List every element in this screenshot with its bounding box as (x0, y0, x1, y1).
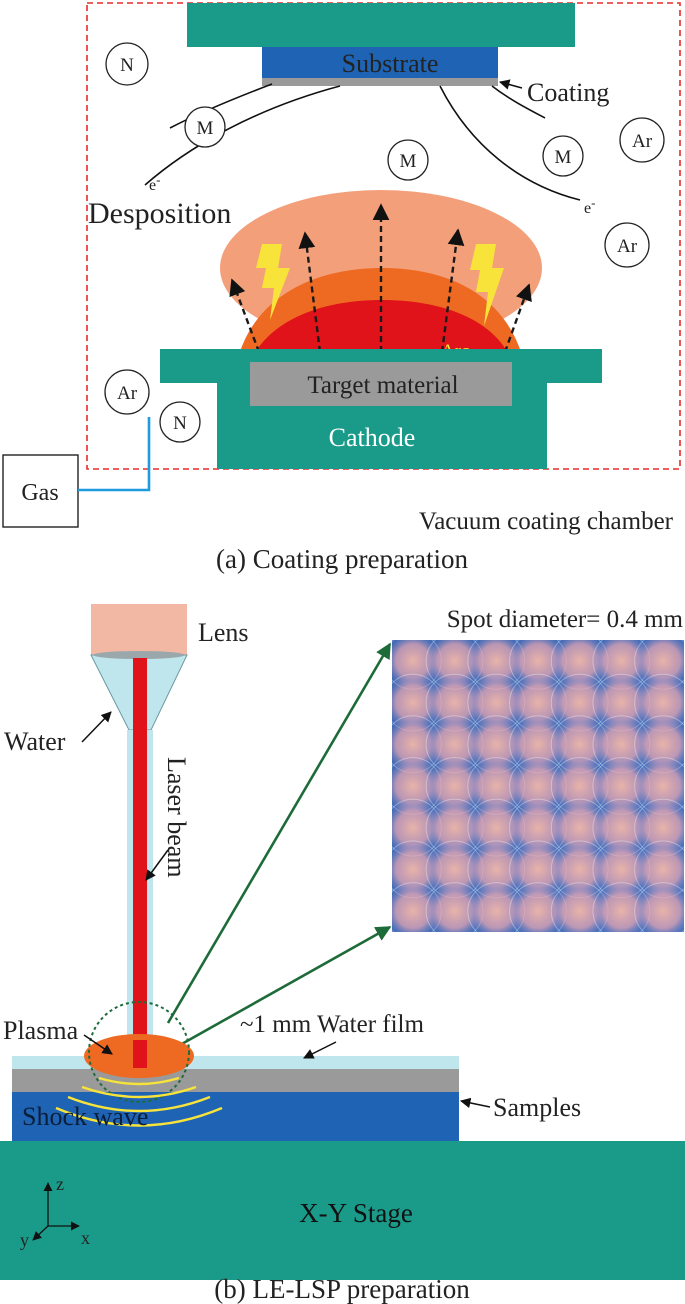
laser-beam (133, 658, 147, 1040)
xy-stage (0, 1141, 685, 1280)
svg-text:N: N (120, 55, 134, 76)
substrate-holder (187, 3, 575, 47)
target-material-label: Target material (307, 372, 458, 399)
deposition-flow-line (144, 85, 341, 186)
caption-b: (b) LE-LSP preparation (214, 1274, 470, 1304)
electron-label: e- (584, 195, 595, 217)
target-material (250, 362, 512, 406)
ejection-arrow (440, 228, 465, 353)
coating-label: Coating (527, 78, 609, 107)
plasma-arrow (83, 1034, 113, 1055)
water-film-label: ~1 mm Water film (240, 1011, 424, 1038)
gas-label: Gas (21, 480, 58, 506)
svg-text:M: M (400, 151, 417, 172)
ion-m: M (184, 106, 226, 148)
samples-label: Samples (493, 1093, 581, 1122)
water-label: Water (4, 727, 66, 756)
laser-arrow (145, 849, 169, 881)
water-film (12, 1056, 459, 1069)
deposition-flow-line (491, 85, 546, 119)
ion-n: N (159, 401, 201, 443)
axis-z-label: z (56, 1174, 64, 1194)
axis-indicator: z x y (20, 1174, 90, 1250)
lens-edge (93, 651, 185, 659)
lightning-bolt-icon (256, 244, 290, 320)
water-film-arrow (303, 1041, 337, 1059)
substrate (262, 47, 498, 78)
coating-arrow (498, 79, 523, 90)
deposition-flow-line (169, 83, 273, 129)
spot-grid (392, 640, 684, 932)
svg-text:N: N (173, 413, 187, 434)
panel-b: Lens Water Laser beam Spot diameter= 0.4… (0, 604, 685, 1304)
shock-wave (81, 1085, 197, 1099)
gas-pipe (78, 417, 151, 492)
zoom-arrow (166, 642, 392, 1024)
plasma-label: Plasma (3, 1016, 79, 1045)
sample (12, 1092, 459, 1141)
laser-spot (634, 882, 684, 932)
spot-diameter-label: Spot diameter= 0.4 mm (447, 606, 684, 633)
ion-m: M (542, 135, 584, 177)
ion-n: N (105, 42, 149, 86)
water-arrow (81, 711, 112, 743)
axis-x-label: x (81, 1228, 90, 1248)
svg-text:Ar: Ar (617, 236, 638, 257)
lens-label: Lens (198, 618, 249, 647)
ejection-arrow (503, 283, 532, 353)
laser-beam-label: Laser beam (162, 757, 191, 878)
shock-wave (55, 1106, 223, 1127)
zoom-arrow (179, 925, 392, 1047)
deposition-label: Desposition (88, 197, 231, 230)
samples-arrow (459, 1097, 491, 1109)
coating-on-sample (12, 1069, 459, 1092)
laser-beam-tip (133, 1040, 147, 1068)
lightning-bolt-icon (470, 244, 504, 326)
cathode-label: Cathode (329, 423, 416, 452)
shock-wave (67, 1095, 211, 1113)
chamber-label: Vacuum coating chamber (419, 508, 674, 535)
svg-text:M: M (197, 118, 214, 139)
deposition-flow-line (439, 85, 581, 201)
panel-a: Substrate Coating e- e- Desposition N M … (2, 2, 681, 574)
ion-m: M (387, 139, 429, 181)
ion-ar: Ar (604, 222, 650, 268)
xy-stage-label: X-Y Stage (299, 1198, 413, 1228)
shock-wave-label: Shock wave (22, 1102, 148, 1131)
svg-text:Ar: Ar (117, 383, 138, 404)
shock-wave (98, 1076, 180, 1086)
svg-text:Ar: Ar (632, 131, 653, 152)
ion-ar: Ar (619, 117, 665, 163)
svg-text:M: M (555, 147, 572, 168)
ejection-arrow (229, 278, 261, 353)
coating-layer (262, 78, 498, 86)
axis-y-label: y (20, 1230, 29, 1250)
caption-a: (a) Coating preparation (216, 544, 468, 574)
focus-circle (88, 1001, 190, 1103)
lens (91, 604, 187, 655)
electron-label: e- (149, 172, 160, 194)
substrate-label: Substrate (342, 49, 439, 78)
ion-ar: Ar (104, 369, 150, 415)
